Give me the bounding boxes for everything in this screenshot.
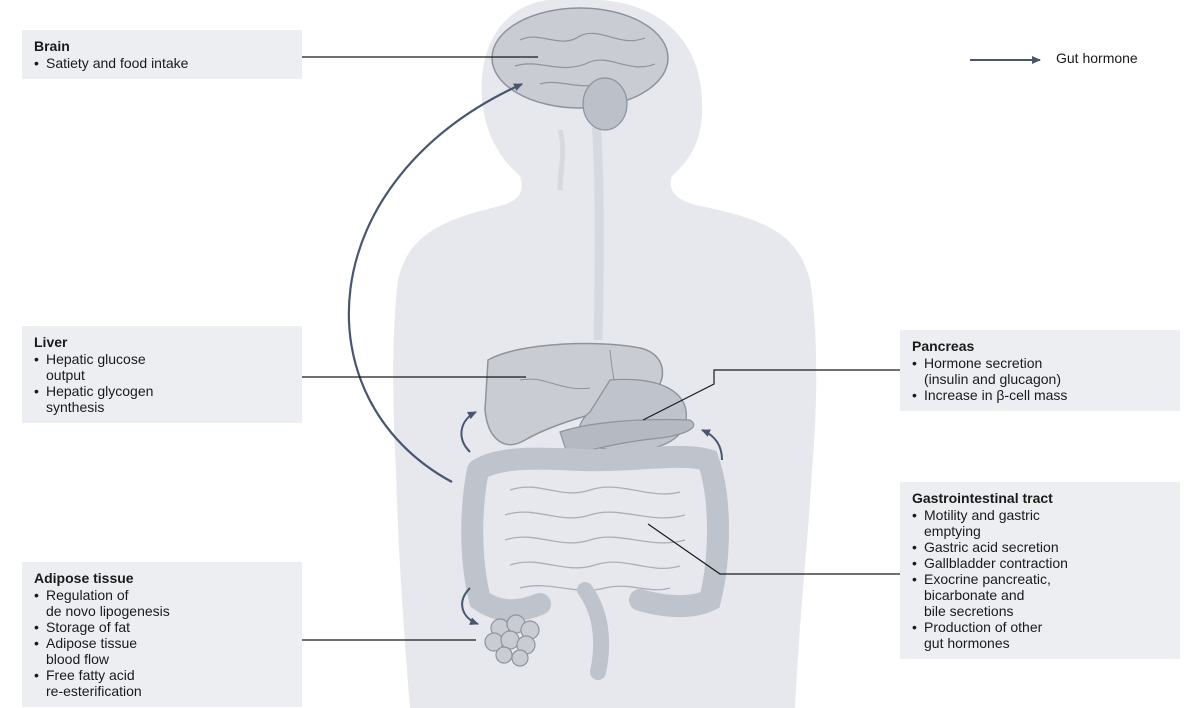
esophagus [560, 130, 563, 190]
pancreas-box: Pancreas Hormone secretion (insulin and … [900, 330, 1180, 411]
brain-box: Brain Satiety and food intake [22, 30, 302, 79]
spinal-cord [596, 120, 599, 340]
brain-item: Satiety and food intake [34, 55, 292, 71]
adipose-box: Adipose tissue Regulation of de novo lip… [22, 562, 302, 707]
adipose-item: Regulation of de novo lipogenesis [34, 587, 292, 619]
adipose-item: Storage of fat [34, 619, 292, 635]
gi-tract-title: Gastrointestinal tract [912, 490, 1170, 506]
liver-item: Hepatic glucose output [34, 351, 292, 383]
legend-label: Gut hormone [1056, 50, 1138, 66]
adipose-title: Adipose tissue [34, 570, 292, 586]
gi-tract-item: Gallbladder contraction [912, 555, 1170, 571]
pancreas-title: Pancreas [912, 338, 1170, 354]
gi-tract-box: Gastrointestinal tract Motility and gast… [900, 482, 1180, 659]
pancreas-item: Hormone secretion (insulin and glucagon) [912, 355, 1170, 387]
liver-item: Hepatic glycogen synthesis [34, 383, 292, 415]
gi-tract-item: Exocrine pancreatic, bicarbonate and bil… [912, 571, 1170, 619]
adipose-item: Free fatty acid re-esterification [34, 667, 292, 699]
gi-tract-item: Gastric acid secretion [912, 539, 1170, 555]
adipose-item: Adipose tissue blood flow [34, 635, 292, 667]
gi-tract-item: Production of other gut hormones [912, 619, 1170, 651]
gi-tract-item: Motility and gastric emptying [912, 507, 1170, 539]
liver-box: Liver Hepatic glucose output Hepatic gly… [22, 326, 302, 423]
brain-title: Brain [34, 38, 292, 54]
liver-title: Liver [34, 334, 292, 350]
pancreas-item: Increase in β-cell mass [912, 387, 1170, 403]
